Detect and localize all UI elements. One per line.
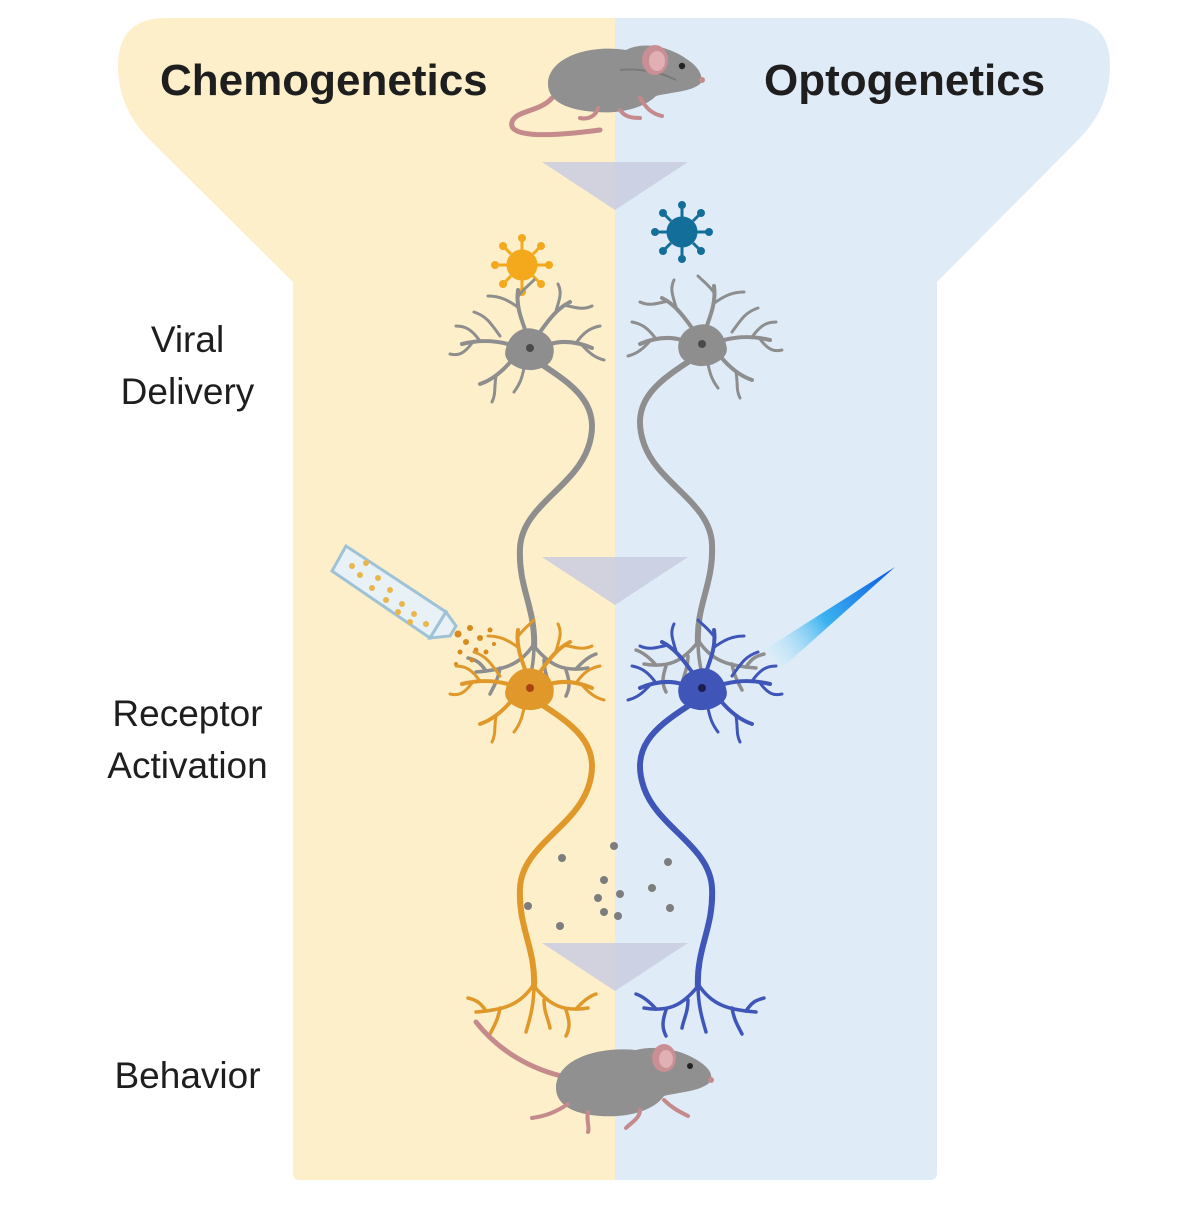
step-label-line: Delivery (120, 371, 255, 412)
step-label-line: Behavior (114, 1055, 261, 1096)
step-label-line: Activation (107, 745, 268, 786)
funnel-arrow-icon (542, 943, 688, 991)
funnel-arrow-icon (542, 162, 688, 210)
neurotransmitter-dots-icon (524, 842, 674, 930)
mouse-icon (473, 1019, 714, 1134)
virus-icon (650, 200, 714, 264)
chemogenetics-panel-background (118, 18, 615, 1180)
funnel-arrow-icon (542, 557, 688, 605)
step-label-behavior: Behavior (60, 1050, 315, 1102)
neuron-icon (450, 620, 604, 1036)
virus-icon (490, 233, 554, 297)
optogenetics-panel-background (615, 18, 1110, 1180)
mouse-icon (509, 45, 705, 138)
chemogenetics-title: Chemogenetics (160, 56, 488, 105)
step-label-viral-delivery: Viral Delivery (60, 314, 315, 418)
step-label-line: Viral (150, 319, 225, 360)
light-beam-icon (764, 567, 895, 668)
step-label-receptor-activation: Receptor Activation (60, 688, 315, 792)
neuron-icon (628, 620, 782, 1036)
neuron-icon (450, 280, 604, 696)
step-label-line: Receptor (112, 693, 263, 734)
neuron-icon (628, 276, 782, 692)
pipette-icon (330, 543, 496, 666)
optogenetics-title: Optogenetics (764, 56, 1046, 105)
